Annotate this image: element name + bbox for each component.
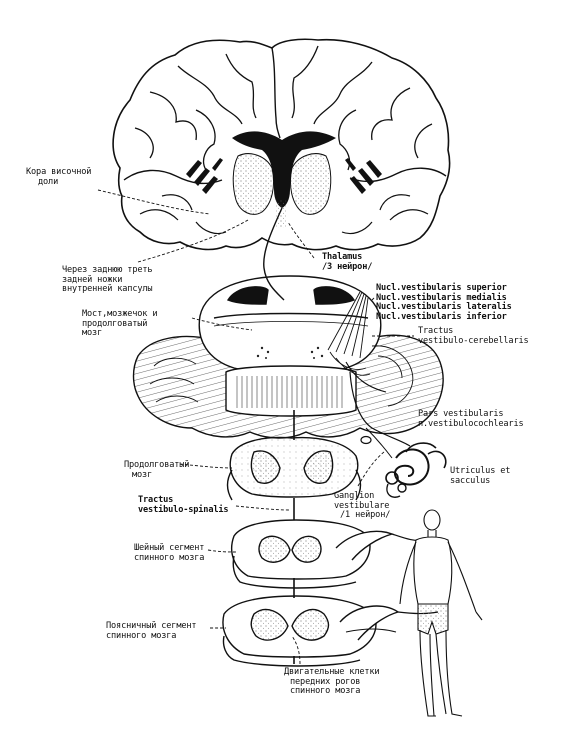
human-figure — [399, 509, 483, 717]
label-line: vestibulare — [334, 500, 390, 511]
label-line: доли — [38, 176, 59, 187]
label-line: Ganglion — [334, 491, 375, 501]
label-line: Кора височной — [26, 167, 92, 177]
label-line: задней ножки — [62, 274, 123, 285]
label-line: Nucl.vestibularis medialis — [376, 292, 507, 303]
label-line: Utriculus et — [450, 466, 511, 476]
label-cervical-segment: Шейный сегмент спинного мозга — [134, 543, 205, 563]
pons-cerebellum — [132, 275, 444, 439]
label-motor-cells: Двигательные клетки передних рогов спинн… — [284, 667, 380, 697]
label-medulla: Продолговатый мозг — [124, 460, 190, 480]
label-line: Через заднюю треть — [62, 265, 153, 275]
label-line: Nucl.vestibularis lateralis — [376, 302, 512, 313]
thalamus-region — [232, 153, 332, 228]
label-temporal-cortex: Кора височной доли — [26, 167, 92, 187]
label-line: Мост,мозжечок и — [82, 309, 158, 319]
vestibular-nuclei-fan — [327, 291, 371, 376]
lumbar-segment — [222, 595, 400, 667]
label-vestibular-nuclei: Nucl.vestibularis superior Nucl.vestibul… — [376, 283, 512, 322]
label-line: Поясничный сегмент — [106, 621, 197, 631]
cerebellar-folia — [149, 345, 414, 407]
label-line: n.vestibulocochlearis — [418, 418, 524, 429]
label-line: Thalamus — [322, 252, 363, 262]
label-line: Tractus — [138, 495, 174, 505]
label-line: /3 нейрон/ — [322, 261, 373, 272]
label-line: sacculus — [450, 475, 491, 486]
label-vestibulospinal-tract: Tractus vestibulo-spinalis — [138, 495, 229, 515]
label-line: /1 нейрон/ — [340, 510, 391, 521]
label-ganglion-vestibulare: Ganglion vestibulare /1 нейрон/ — [334, 491, 391, 521]
label-lumbar-segment: Поясничный сегмент спинного мозга — [106, 621, 197, 641]
label-line: Nucl.vestibularis inferior — [376, 311, 507, 322]
label-thalamus: Thalamus /3 нейрон/ — [322, 252, 373, 272]
label-line: передних рогов — [290, 676, 361, 687]
label-line: спинного мозга — [106, 630, 177, 641]
label-line: vestibulo-spinalis — [138, 504, 229, 515]
label-line: Продолговатый — [124, 460, 190, 470]
label-line: внутренней капсулы — [62, 284, 153, 295]
label-line: мозг — [132, 469, 153, 480]
label-line: Pars vestibularis — [418, 409, 504, 419]
label-line: Nucl.vestibularis superior — [376, 283, 507, 293]
label-line: vestibulo-cerebellaris — [418, 335, 529, 346]
label-line: мозг — [82, 328, 103, 339]
label-utriculus-sacculus: Utriculus et sacculus — [450, 466, 511, 486]
label-line: спинного мозга — [290, 686, 361, 697]
label-pons-cerebellum: Мост,мозжечок и продолговатый мозг — [82, 309, 158, 339]
internal-capsule-striae — [186, 158, 382, 194]
cervical-segment — [230, 519, 395, 589]
labyrinth — [385, 442, 447, 498]
ventricles — [232, 131, 336, 208]
label-line: спинного мозга — [134, 552, 205, 563]
label-line: Шейный сегмент — [134, 543, 205, 553]
label-line: продолговатый — [82, 318, 148, 329]
label-line: Двигательные клетки — [284, 667, 380, 677]
label-line: Tractus — [418, 326, 454, 336]
label-pars-vestibularis: Pars vestibularis n.vestibulocochlearis — [418, 409, 524, 429]
medulla-section — [226, 436, 362, 501]
vestibular-ganglion — [360, 435, 372, 445]
label-vestibulocerebellar-tract: Tractus vestibulo-cerebellaris — [418, 326, 529, 346]
label-internal-capsule: Через заднюю треть задней ножки внутренн… — [62, 265, 153, 295]
